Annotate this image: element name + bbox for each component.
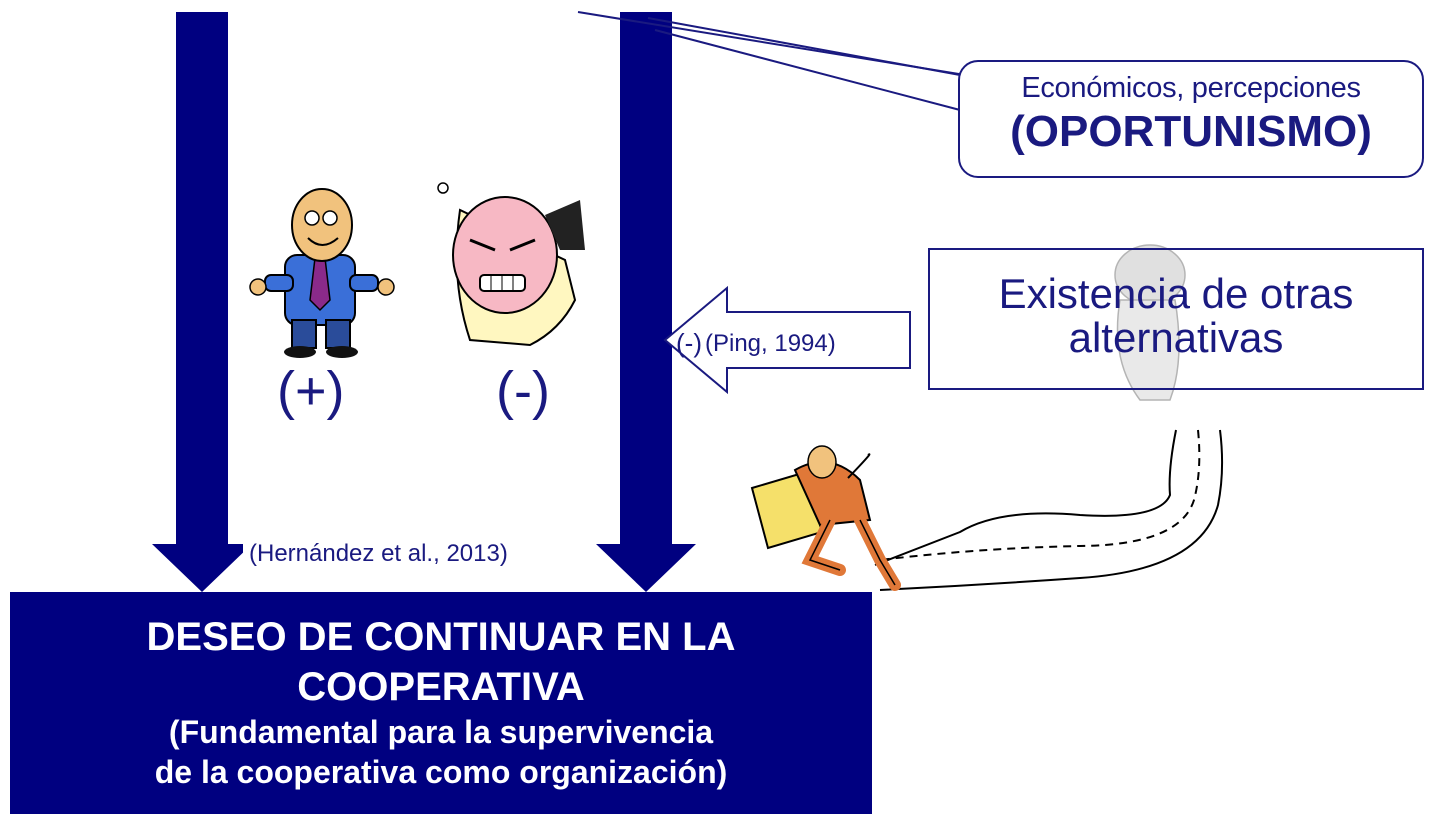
left-down-arrow [152, 12, 252, 592]
callout-leader [577, 11, 966, 111]
oportunismo-callout: Económicos, percepciones (OPORTUNISMO) [958, 60, 1424, 178]
arrow-sign-label: (-) [676, 328, 702, 358]
angry-man-icon [437, 182, 585, 347]
positive-label: (+) [277, 361, 345, 421]
alternatives-line2: alternativas [1068, 314, 1284, 361]
alternatives-box: Existencia de otras alternativas [928, 248, 1424, 390]
callout-line2: (OPORTUNISMO) [1010, 107, 1372, 156]
callout-line1: Económicos, percepciones [1021, 72, 1361, 104]
outcome-title-line1: DESEO DE CONTINUAR EN LA [146, 615, 736, 659]
outcome-subtitle-line2: de la cooperativa como organización) [154, 754, 728, 790]
right-down-arrow [596, 12, 696, 592]
road-path [874, 429, 1224, 591]
alternatives-line1: Existencia de otras [998, 270, 1354, 317]
negative-label: (-) [496, 361, 550, 421]
outcome-title-line2: COOPERATIVA [297, 665, 585, 709]
citation-hernandez: (Hernández et al., 2013) [243, 538, 514, 570]
outcome-box: DESEO DE CONTINUAR EN LA COOPERATIVA (Fu… [10, 592, 872, 814]
running-man-icon [750, 445, 901, 591]
citation-ping: (Ping, 1994) [705, 330, 836, 357]
happy-man-icon [249, 188, 395, 358]
ghost-figure-icon [1114, 244, 1186, 401]
outcome-subtitle-line1: (Fundamental para la supervivencia [168, 714, 714, 750]
hollow-left-arrow [663, 285, 911, 395]
